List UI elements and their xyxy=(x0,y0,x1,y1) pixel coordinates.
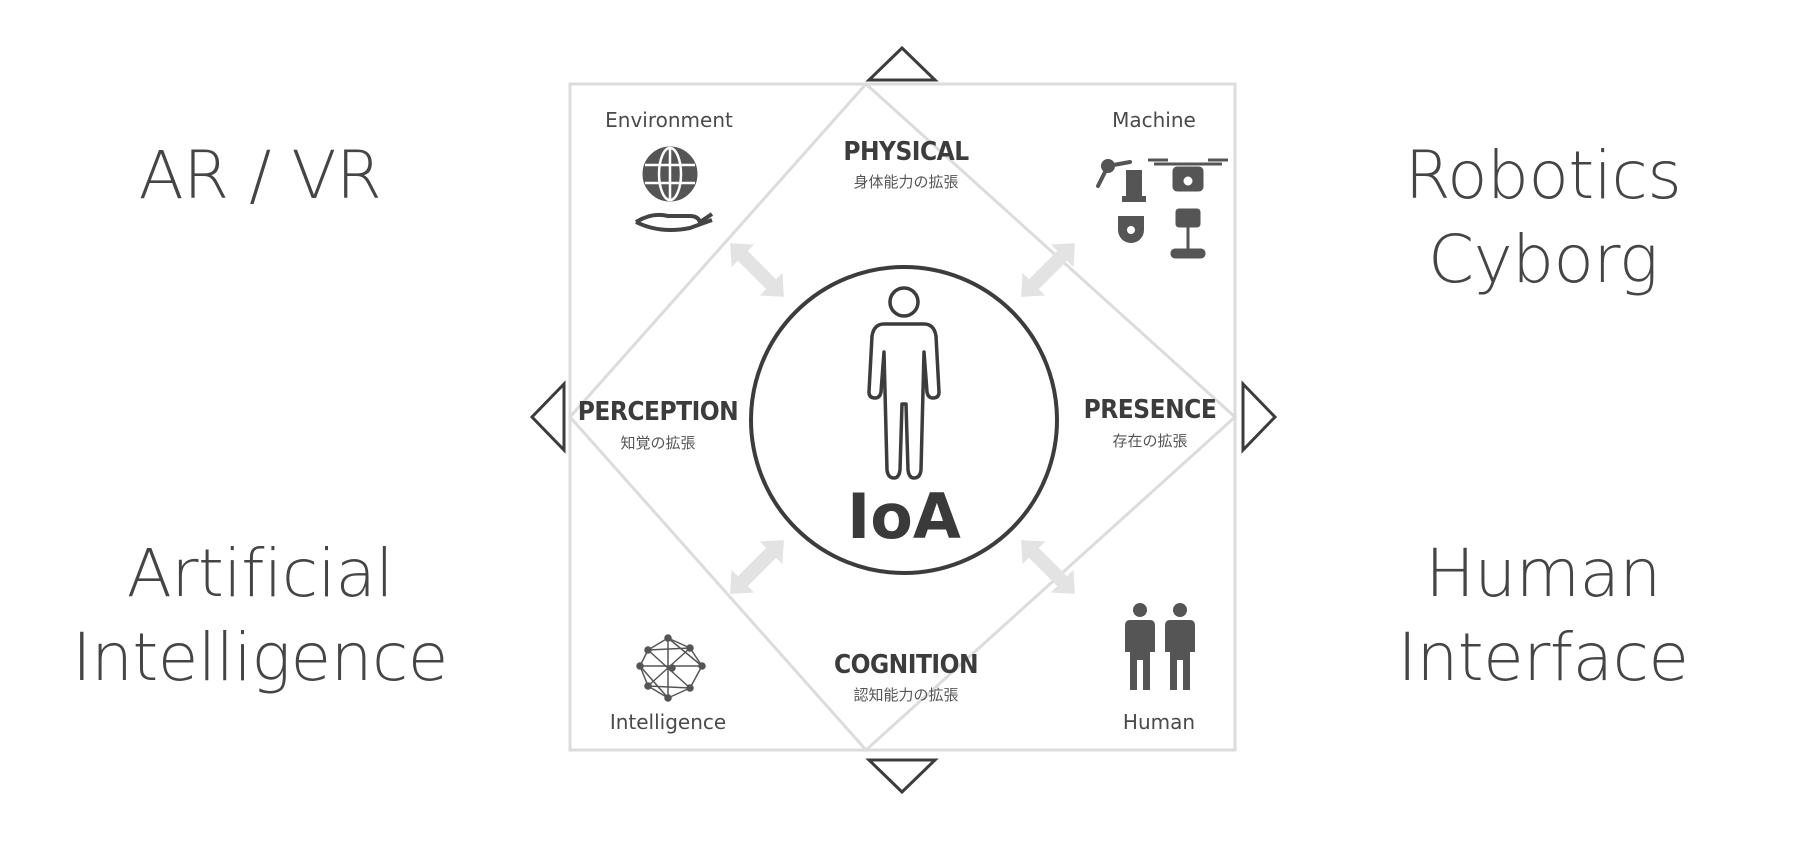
label-ai-line-1: Artificial xyxy=(126,535,394,612)
corner-environment: Environment xyxy=(605,108,733,132)
triangle-up-icon xyxy=(865,45,939,82)
label-robotics-line-2: Cyborg xyxy=(1428,221,1659,298)
label-ai-line-2: Intelligence xyxy=(72,619,448,696)
label-hi-line-1: Human xyxy=(1425,535,1661,612)
label-artificial-intelligence: Artificial Intelligence xyxy=(40,532,480,700)
double-arrow-se-icon xyxy=(1021,540,1075,594)
center-label: IoA xyxy=(847,480,961,553)
label-ar-vr: AR / VR xyxy=(40,134,480,218)
drone-icon xyxy=(1148,158,1228,192)
center-circle xyxy=(749,265,1059,575)
double-arrow-sw-icon xyxy=(730,540,784,594)
label-robotics-line-1: Robotics xyxy=(1404,137,1682,214)
person-icon xyxy=(867,286,941,480)
globe-hand-icon xyxy=(634,146,714,232)
presence-title: PRESENCE xyxy=(1084,395,1217,425)
triangle-left-icon xyxy=(529,380,566,454)
physical-title: PHYSICAL xyxy=(843,137,969,167)
cognition-subtitle: 認知能力の拡張 xyxy=(853,686,958,704)
double-arrow-nw-icon xyxy=(730,243,784,297)
arrows xyxy=(730,243,1075,594)
label-hi-line-2: Interface xyxy=(1397,619,1690,696)
camera-icon xyxy=(1118,216,1144,243)
people-icon xyxy=(1125,603,1195,690)
label-robotics-cyborg: Robotics Cyborg xyxy=(1318,134,1768,302)
corner-machine: Machine xyxy=(1112,108,1196,132)
label-human-interface: Human Interface xyxy=(1318,532,1768,700)
triangle-down-icon xyxy=(865,758,939,795)
network-icon xyxy=(636,634,706,702)
corner-intelligence: Intelligence xyxy=(610,710,726,734)
perception-title: PERCEPTION xyxy=(578,397,739,427)
robot-arm-icon xyxy=(1096,159,1146,202)
inner-diamond xyxy=(567,81,1238,753)
physical-subtitle: 身体能力の拡張 xyxy=(853,173,958,191)
label-ar-vr-line-1: AR / VR xyxy=(138,137,382,214)
presence-subtitle: 存在の拡張 xyxy=(1112,432,1187,450)
triangle-right-icon xyxy=(1241,380,1278,454)
double-arrow-ne-icon xyxy=(1021,243,1075,297)
cognition-title: COGNITION xyxy=(834,650,978,680)
corner-human: Human xyxy=(1123,710,1195,734)
perception-subtitle: 知覚の拡張 xyxy=(620,434,695,452)
segway-icon xyxy=(1170,208,1206,259)
